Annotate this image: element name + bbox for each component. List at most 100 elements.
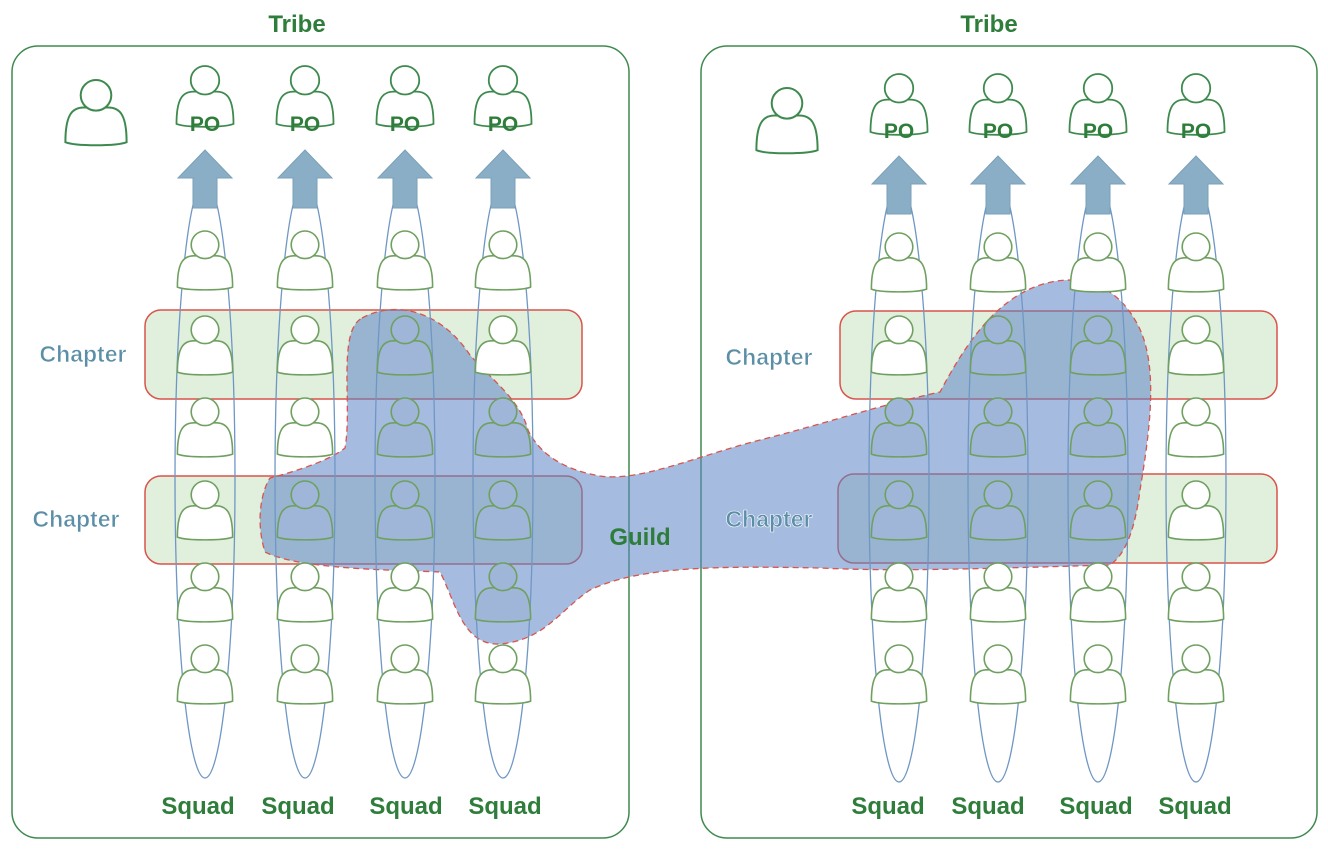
squad-member-icon-head: [1083, 315, 1113, 345]
squad-member-icon-body: [176, 255, 234, 291]
product-owner-icon-head: [883, 73, 915, 104]
po-label: PO: [1083, 120, 1113, 143]
squad-member-icon-body: [276, 340, 334, 376]
chapter-label-left-1: Chapter: [40, 341, 127, 367]
squad-member-icon-body: [1069, 257, 1127, 293]
squad-member-icon-head: [983, 232, 1013, 262]
squad-member-icon-head: [983, 315, 1013, 345]
squad-member-icon-head: [488, 230, 518, 260]
po-label: PO: [884, 120, 914, 143]
squad-member-icon: [376, 480, 434, 541]
product-owner-icon-head: [289, 65, 321, 96]
product-owner-icon-body: [869, 98, 929, 136]
squad-member-icon-head: [1181, 644, 1211, 674]
arrow-up-icon: [376, 149, 434, 209]
squad-member-icon-body: [376, 505, 434, 541]
squad-member-icon-body: [376, 255, 434, 291]
squad-member-icon-head: [1181, 562, 1211, 592]
squad-member-icon-head: [190, 480, 220, 510]
squad-label-left-4: Squad: [468, 793, 541, 820]
squad-member-icon: [376, 397, 434, 458]
squad-member-icon-head: [390, 397, 420, 427]
squad-member-icon-body: [376, 587, 434, 623]
product-owner-icon-body: [375, 90, 435, 128]
squad-member-icon: [969, 480, 1027, 541]
squad-member-icon-head: [884, 562, 914, 592]
squad-member-icon: [474, 397, 532, 458]
squad-member-icon: [176, 230, 234, 291]
squad-member-icon-head: [290, 562, 320, 592]
squad-member-icon: [969, 644, 1027, 705]
po-label: PO: [390, 113, 420, 136]
product-owner-icon-head: [389, 65, 421, 96]
product-owner-icon: [375, 65, 435, 128]
squad-member-icon-body: [969, 505, 1027, 541]
arrow-up-icon: [1167, 155, 1225, 215]
tribe-lead-icon: [64, 79, 128, 147]
squad-right-4: [1165, 73, 1227, 783]
product-owner-icon-head: [1082, 73, 1114, 104]
squad-member-icon: [1167, 315, 1225, 376]
squad-member-icon-body: [474, 669, 532, 705]
arrow-up-icon: [176, 149, 234, 209]
squad-member-icon: [376, 315, 434, 376]
squad-member-icon-head: [488, 315, 518, 345]
squad-member-icon-head: [1083, 397, 1113, 427]
squad-left-2: [274, 65, 336, 779]
squad-member-icon: [376, 230, 434, 291]
squad-member-icon: [1069, 232, 1127, 293]
squad-member-icon-head: [1181, 397, 1211, 427]
squad-member-icon-head: [983, 644, 1013, 674]
squad-member-icon-head: [1083, 562, 1113, 592]
squad-member-icon: [276, 480, 334, 541]
squad-member-icon-body: [276, 422, 334, 458]
squad-member-icon-head: [290, 315, 320, 345]
squad-member-icon: [176, 562, 234, 623]
product-owner-icon-body: [1166, 98, 1226, 136]
squad-label-right-4: Squad: [1158, 793, 1231, 820]
po-label: PO: [190, 113, 220, 136]
tribe-leads: [64, 79, 819, 155]
squad-member-icon: [276, 644, 334, 705]
squad-member-icon-head: [290, 397, 320, 427]
squad-member-icon: [969, 562, 1027, 623]
squad-member-icon: [1167, 644, 1225, 705]
squad-member-icon-body: [1069, 669, 1127, 705]
squad-member-icon-head: [488, 480, 518, 510]
product-owner-icon-body: [473, 90, 533, 128]
tribe-title-right: Tribe: [960, 11, 1017, 38]
product-owner-icon: [473, 65, 533, 128]
squad-member-icon-head: [884, 232, 914, 262]
squad-member-icon-body: [969, 422, 1027, 458]
squad-member-icon-head: [488, 562, 518, 592]
squad-member-icon-body: [969, 257, 1027, 293]
squad-member-icon-body: [969, 340, 1027, 376]
squad-member-icon-body: [176, 505, 234, 541]
squad-member-icon-body: [1167, 257, 1225, 293]
product-owner-icon-head: [982, 73, 1014, 104]
squad-member-icon: [276, 562, 334, 623]
product-owner-icon-body: [275, 90, 335, 128]
squad-member-icon-body: [870, 505, 928, 541]
squad-member-icon-head: [390, 230, 420, 260]
squad-member-icon-body: [969, 669, 1027, 705]
squad-member-icon: [276, 397, 334, 458]
squad-member-icon: [870, 397, 928, 458]
squad-member-icon: [1167, 480, 1225, 541]
squad-member-icon-body: [176, 422, 234, 458]
squad-member-icon-body: [1069, 422, 1127, 458]
po-label: PO: [983, 120, 1013, 143]
squad-left-3: [374, 65, 436, 779]
squads-right: [868, 73, 1227, 783]
squad-member-icon-head: [983, 562, 1013, 592]
squad-member-icon-head: [1181, 480, 1211, 510]
squad-member-icon: [870, 315, 928, 376]
labels: Tribe Tribe Chapter Chapter Chapter Chap…: [32, 11, 1231, 820]
squad-member-icon-head: [983, 397, 1013, 427]
product-owner-icon: [275, 65, 335, 128]
squad-member-icon-head: [390, 562, 420, 592]
squad-label-right-3: Squad: [1059, 793, 1132, 820]
squad-member-icon-body: [474, 587, 532, 623]
